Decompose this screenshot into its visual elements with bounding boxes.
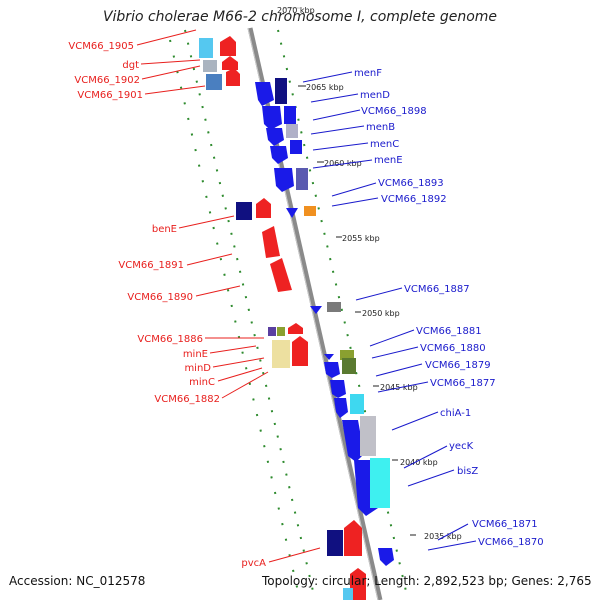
gene-label: menF bbox=[354, 68, 382, 79]
left-labels: VCM66_1905 dgt VCM66_1902 VCM66_1901 ben… bbox=[68, 41, 266, 569]
right-labels: menF menD VCM66_1898 menB menC menE VCM6… bbox=[354, 68, 544, 548]
gene-vcm66-1871 bbox=[378, 548, 394, 566]
gene-label: VCM66_1902 bbox=[74, 75, 140, 86]
gene-chiA-1 bbox=[342, 420, 364, 462]
gene-menC bbox=[274, 168, 294, 192]
gene-vcm66-1892 bbox=[304, 206, 316, 216]
gene-vcm66-1877 bbox=[330, 380, 346, 398]
gene-pvcA bbox=[344, 520, 362, 556]
gene-label: minC bbox=[189, 377, 215, 388]
gene-minD bbox=[292, 336, 308, 366]
gene-label: VCM66_1893 bbox=[378, 178, 444, 189]
gene-vcm66-1901 bbox=[206, 74, 222, 90]
gene-dgt bbox=[220, 36, 236, 56]
map-title: Vibrio cholerae M66-2 chromosome I, comp… bbox=[102, 9, 498, 25]
gene-vcm66-1879 bbox=[324, 362, 340, 378]
gene-label: VCM66_1879 bbox=[425, 360, 491, 371]
gene-label: VCM66_1870 bbox=[478, 537, 544, 548]
gene-label: menE bbox=[374, 155, 403, 166]
gene-label: VCM66_1871 bbox=[472, 519, 538, 530]
gene-label: VCM66_1890 bbox=[127, 292, 193, 303]
gene-label: benE bbox=[152, 224, 177, 235]
gene-label: VCM66_1886 bbox=[137, 334, 203, 345]
gene-label: VCM66_1887 bbox=[404, 284, 470, 295]
gene-menD bbox=[262, 106, 282, 130]
gene-vcm66-1890 bbox=[270, 258, 292, 292]
left-leaders bbox=[136, 29, 321, 563]
gene-label: bisZ bbox=[457, 466, 478, 477]
gene-vcm66-1905 bbox=[199, 38, 213, 58]
gene-label: dgt bbox=[122, 60, 139, 71]
gene-label: pvcA bbox=[241, 558, 266, 569]
right-leaders bbox=[302, 71, 477, 551]
gene-vcm66-1902 bbox=[203, 60, 217, 72]
gene-label: menB bbox=[366, 122, 395, 133]
gene-bisZ bbox=[370, 458, 390, 508]
left-genes bbox=[199, 36, 366, 600]
scale-tick-label: 2070 kbp bbox=[277, 6, 315, 15]
gene-vcm66-1886 bbox=[268, 327, 276, 336]
gene-label: chiA-1 bbox=[440, 408, 471, 419]
scale-tick-label: 2040 kbp bbox=[400, 458, 438, 467]
gene-vcm66-1881 bbox=[340, 350, 354, 360]
gene-label: minD bbox=[184, 363, 211, 374]
gene-vcm66-1902b bbox=[222, 56, 238, 70]
scale-tick-label: 2065 kbp bbox=[306, 83, 344, 92]
genome-stats-text: Topology: circular; Length: 2,892,523 bp… bbox=[262, 574, 592, 588]
gene-label: VCM66_1882 bbox=[154, 394, 220, 405]
gene-menF bbox=[255, 82, 274, 106]
gene-label: VCM66_1892 bbox=[381, 194, 447, 205]
gene-minC bbox=[272, 340, 290, 368]
gene-label: menD bbox=[360, 90, 390, 101]
gene-label: VCM66_1898 bbox=[361, 106, 427, 117]
gene-label: VCM66_1891 bbox=[118, 260, 184, 271]
gene-label: VCM66_1901 bbox=[77, 90, 143, 101]
gene-label: VCM66_1877 bbox=[430, 378, 496, 389]
gene-vcm66-1880 bbox=[324, 354, 334, 360]
gene-vcm66-1893 bbox=[286, 208, 298, 218]
scale-tick-label: 2035 kbp bbox=[424, 532, 462, 541]
gene-label: VCM66_1881 bbox=[416, 326, 482, 337]
gene-label: VCM66_1905 bbox=[68, 41, 134, 52]
gene-vcm66-1887 bbox=[310, 306, 322, 314]
gene-menB bbox=[270, 146, 288, 164]
gene-label: menC bbox=[370, 139, 399, 150]
scale-tick-label: 2050 kbp bbox=[362, 309, 400, 318]
gene-benE bbox=[236, 202, 252, 220]
right-genes bbox=[255, 78, 394, 566]
accession-text: Accession: NC_012578 bbox=[9, 574, 146, 588]
gene-label: VCM66_1880 bbox=[420, 343, 486, 354]
gene-vcm66-1898 bbox=[266, 128, 284, 146]
gene-minE bbox=[288, 323, 303, 334]
gene-label: yecK bbox=[449, 441, 474, 452]
gene-vcm66-1891 bbox=[262, 226, 280, 258]
gene-label: minE bbox=[183, 349, 208, 360]
scale-tick-label: 2055 kbp bbox=[342, 234, 380, 243]
